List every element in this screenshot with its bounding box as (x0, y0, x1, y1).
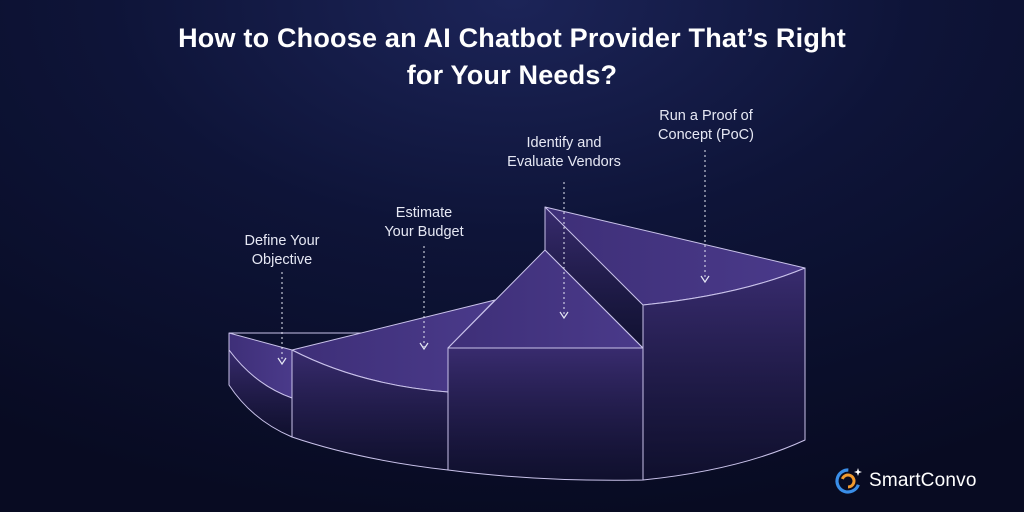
brand-logo: SmartConvo (833, 465, 977, 497)
arrowhead-1 (277, 357, 287, 366)
step-label-estimate-budget: Estimate Your Budget (384, 205, 464, 240)
segment-estimate-budget (291, 299, 496, 471)
arrowhead-2 (419, 342, 429, 351)
title-line-1: How to Choose an AI Chatbot Provider Tha… (178, 23, 846, 53)
arrowhead-4 (700, 275, 710, 284)
title-line-2: for Your Needs? (406, 60, 618, 90)
step-label-identify-vendors: Identify and Evaluate Vendors (507, 135, 621, 170)
segment-identify-vendors (447, 207, 644, 481)
page-title: How to Choose an AI Chatbot Provider Tha… (0, 20, 1024, 94)
brand-name: SmartConvo (869, 470, 977, 491)
step-label-define-objective: Define Your Objective (244, 233, 320, 268)
arrowhead-3 (559, 311, 569, 320)
step-label-proof-of-concept: Run a Proof of Concept (PoC) (658, 108, 754, 143)
smartconvo-logo-icon (835, 468, 862, 494)
segment-proof-of-concept (544, 206, 806, 481)
